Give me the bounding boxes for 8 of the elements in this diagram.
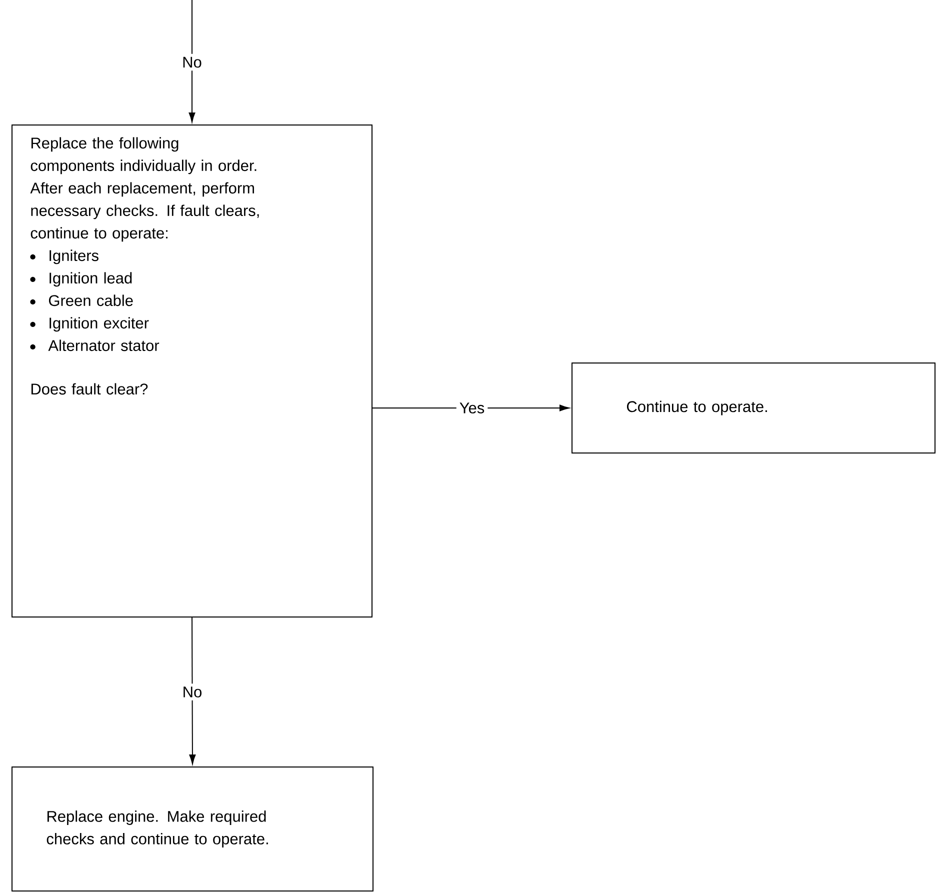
process-box: Replace the following components individually in order. After each replacement, perform necessary checks. If fault clears, continue to operate: Igniters Ignition lead Green cable Ignition exciter Alternator stator Does fault clear? <box>12 124 372 618</box>
arrow <box>188 0 196 122</box>
process-box: Replace engine. Make required checks and continue to operate. <box>12 766 374 892</box>
process-box: Continue to operate. <box>572 362 936 454</box>
edge-label: No <box>179 54 205 71</box>
edge-label: Yes <box>456 400 488 416</box>
edge-label: No <box>179 684 206 700</box>
arrow <box>189 616 196 764</box>
